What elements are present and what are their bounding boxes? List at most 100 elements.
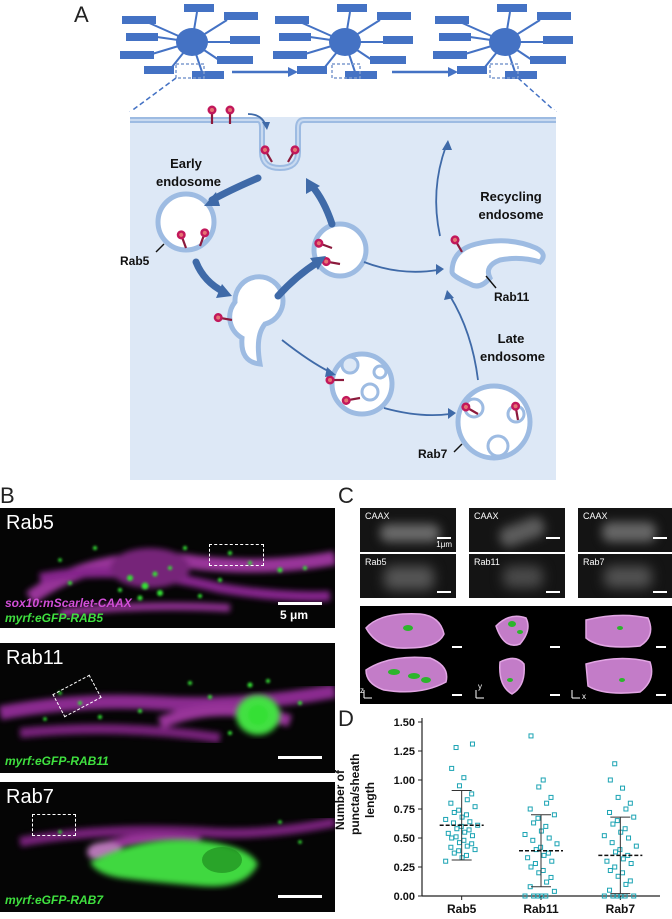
data-point xyxy=(620,856,626,862)
data-point xyxy=(469,833,475,839)
data-point xyxy=(631,893,637,899)
rab11-tile-label: Rab11 xyxy=(474,557,500,567)
data-point xyxy=(454,826,460,832)
y-axis-title: Number of puncta/sheath length xyxy=(333,753,377,835)
rab11-tile: Rab11 xyxy=(469,554,565,598)
data-point xyxy=(554,841,560,847)
data-point xyxy=(609,840,615,846)
rab5-tile: Rab5 xyxy=(360,554,456,598)
data-point xyxy=(607,809,613,815)
rab7-reporter-label: myrf:eGFP-RAB7 xyxy=(5,893,104,907)
caax-reporter-label: sox10:mScarlet-CAAX xyxy=(5,596,132,610)
caax-tile-label: CAAX xyxy=(365,511,390,521)
data-point xyxy=(548,874,554,880)
data-point xyxy=(475,822,481,828)
data-point xyxy=(533,847,539,853)
data-point xyxy=(448,844,454,850)
data-point xyxy=(614,893,620,899)
data-point xyxy=(551,888,557,894)
data-point xyxy=(626,835,632,841)
surface-render-area: z y x xyxy=(360,606,672,704)
data-point xyxy=(530,837,536,843)
data-point xyxy=(535,893,541,899)
data-point xyxy=(443,858,449,864)
data-point xyxy=(618,829,624,835)
rab7-image-title: Rab7 xyxy=(6,786,54,808)
data-point xyxy=(622,893,628,899)
data-point xyxy=(538,828,544,834)
data-point xyxy=(614,818,620,824)
data-point xyxy=(459,855,465,861)
caax-tile-rab5: CAAX 1μm xyxy=(360,508,456,552)
data-point xyxy=(461,775,467,781)
data-point xyxy=(464,797,470,803)
data-point xyxy=(462,829,468,835)
data-point xyxy=(615,794,621,800)
data-point xyxy=(551,812,557,818)
caax-tile-label: CAAX xyxy=(474,511,499,521)
x-tick-label: Rab7 xyxy=(606,902,636,916)
rab7-micrograph: Rab7 myrf:eGFP-RAB7 xyxy=(0,782,335,912)
data-point xyxy=(627,878,633,884)
panel-a-letter: A xyxy=(74,2,89,27)
data-point xyxy=(448,800,454,806)
late-endosome-label: Late endosome xyxy=(480,331,546,364)
data-point xyxy=(615,873,621,879)
rab5-scale-bar xyxy=(278,602,322,605)
data-point xyxy=(456,783,462,789)
y-tick-label: 0.25 xyxy=(394,862,415,874)
data-point xyxy=(633,843,639,849)
data-point xyxy=(472,847,478,853)
rab11-micrograph: Rab11 myrf:eGFP-RAB11 xyxy=(0,643,335,773)
data-point xyxy=(456,840,462,846)
rab11-reporter-label: myrf:eGFP-RAB11 xyxy=(5,754,109,768)
rab5-tile-label: Rab5 xyxy=(365,557,387,567)
caax-tile-rab11: CAAX xyxy=(469,508,565,552)
scale-bar-label: 5 μm xyxy=(280,608,309,622)
data-point xyxy=(628,861,634,867)
axis-y-label: y xyxy=(478,682,482,691)
data-point xyxy=(525,855,531,861)
data-point xyxy=(451,809,457,815)
rab5-roi-box xyxy=(209,544,264,566)
data-point xyxy=(617,847,623,853)
data-point xyxy=(531,893,537,899)
y-tick-label: 1.50 xyxy=(394,717,415,729)
rab7-tile: Rab7 xyxy=(578,554,672,598)
data-point xyxy=(622,826,628,832)
data-point xyxy=(607,867,613,873)
axis-z-label: z xyxy=(360,686,364,695)
data-point xyxy=(543,823,549,829)
data-point xyxy=(527,806,533,812)
data-point xyxy=(601,833,607,839)
data-point xyxy=(528,864,534,870)
data-point xyxy=(607,777,613,783)
data-point xyxy=(610,821,616,827)
data-point xyxy=(604,858,610,864)
panel-b-letter: B xyxy=(0,483,15,508)
data-point xyxy=(466,827,472,833)
y-tick-label: 1.25 xyxy=(394,746,415,758)
data-point xyxy=(469,841,475,847)
rab7-roi-box xyxy=(32,814,76,836)
data-point xyxy=(538,844,544,850)
data-point xyxy=(623,881,629,887)
data-point xyxy=(625,852,631,858)
rab7-scale-bar xyxy=(278,895,322,898)
data-point xyxy=(536,784,542,790)
data-point xyxy=(623,806,629,812)
data-point xyxy=(449,835,455,841)
panel-a-schematic xyxy=(119,3,574,480)
data-point xyxy=(627,800,633,806)
data-point xyxy=(450,820,456,826)
data-point xyxy=(612,761,618,767)
y-tick-label: 0.50 xyxy=(394,833,415,845)
data-point xyxy=(546,835,552,841)
caax-tile-rab7: CAAX xyxy=(578,508,672,552)
data-point xyxy=(461,837,467,843)
rab5-image-title: Rab5 xyxy=(6,512,54,534)
rab7-tile-label: Rab7 xyxy=(583,557,605,567)
data-point xyxy=(540,867,546,873)
data-point xyxy=(456,807,462,813)
data-point xyxy=(522,893,528,899)
